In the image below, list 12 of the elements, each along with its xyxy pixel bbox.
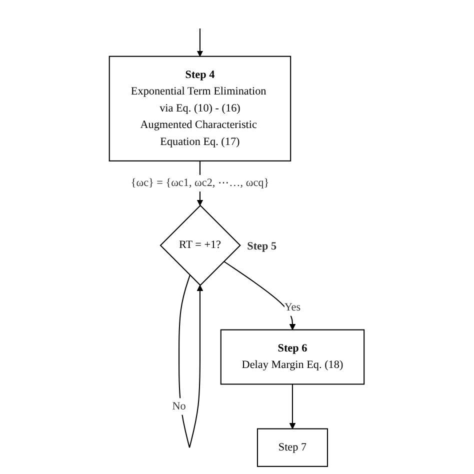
node-box: Step 4 Exponential Term Elimination via Eq. (10) - (16) Augmented Characteristic Equation Eq. (17)	[109, 56, 292, 162]
arrow	[290, 384, 296, 430]
arrow	[224, 260, 296, 330]
arrow	[197, 28, 204, 57]
edge-label: Yes	[284, 301, 301, 314]
arrow	[178, 275, 204, 448]
node-box: Step 7	[257, 428, 328, 467]
step-label: Step 5	[247, 240, 277, 253]
edge-label: {ωc} = {ωc1, ωc2, ⋯…, ωcq}	[131, 176, 270, 189]
edge-label: No	[172, 400, 186, 412]
node-box: Step 6 Delay Margin Eq. (18)	[220, 329, 365, 385]
node-diamond: RT = +1?	[160, 204, 242, 286]
